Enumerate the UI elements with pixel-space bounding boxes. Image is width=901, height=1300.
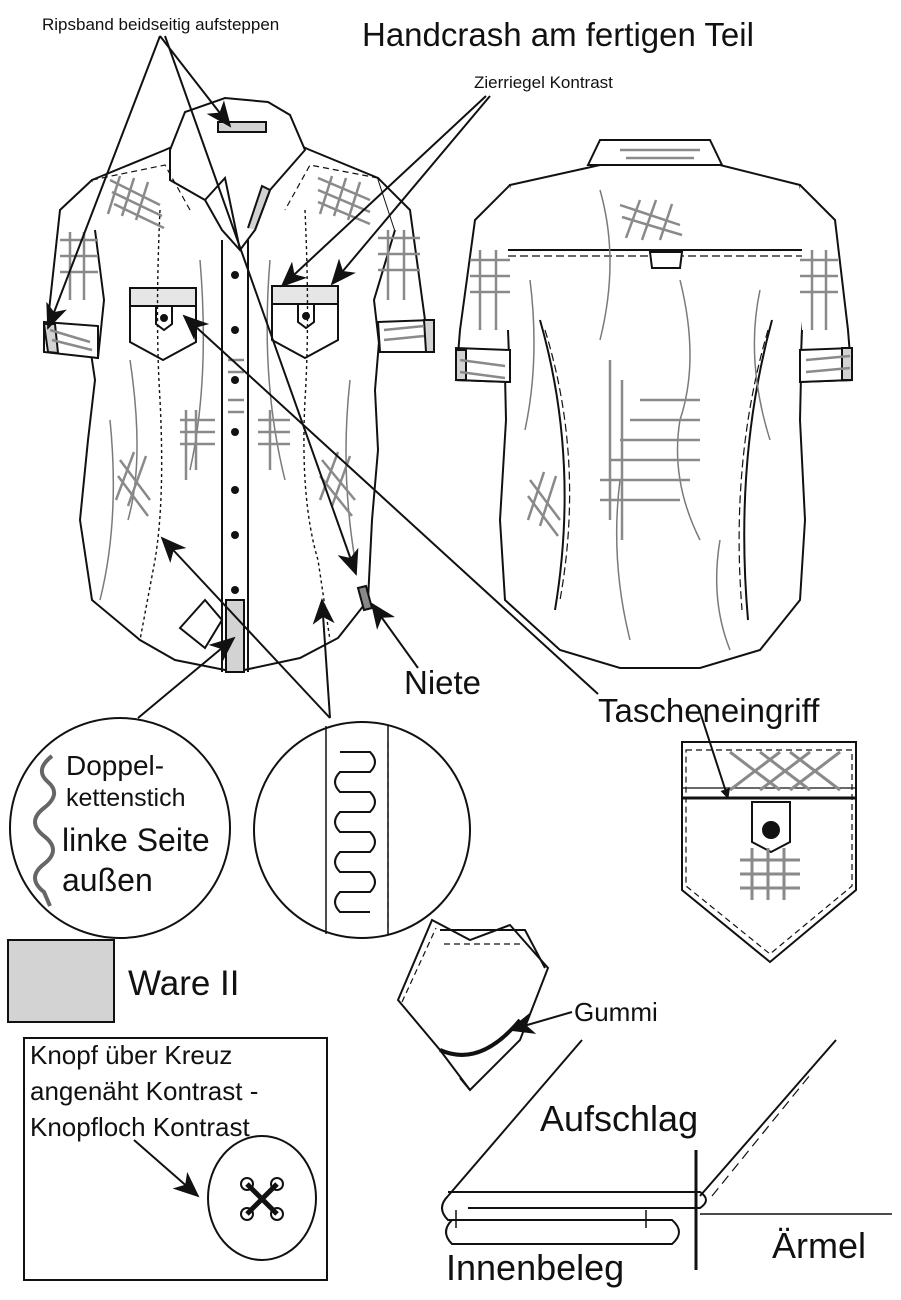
back-shirt <box>454 139 854 669</box>
button-label-line1: Knopf über Kreuz <box>30 1040 233 1070</box>
detail-circle-chainstitch <box>9 717 231 939</box>
front-buttons <box>231 271 239 594</box>
button-detail-box <box>23 1037 328 1281</box>
button-label-line3: Knopfloch Kontrast <box>30 1112 250 1142</box>
pocket-detail <box>681 741 857 964</box>
callout-innenbeleg: Innenbeleg <box>446 1247 625 1288</box>
callout-aufschlag: Aufschlag <box>540 1098 699 1139</box>
callout-tascheneingriff: Tascheneingriff <box>598 692 820 729</box>
stitch-label-line4: außen <box>62 862 153 898</box>
callout-aermel: Ärmel <box>772 1225 867 1266</box>
back-collar <box>586 139 724 166</box>
callout-gummi: Gummi <box>574 997 658 1027</box>
back-loop <box>648 251 684 269</box>
page-title: Handcrash am fertigen Teil <box>362 16 754 53</box>
collar-detail <box>396 918 550 1092</box>
callout-zierriegel: Zierriegel Kontrast <box>474 73 613 92</box>
ware-ii-swatch <box>7 939 115 1023</box>
button-label-line2: angenäht Kontrast - <box>30 1076 259 1106</box>
left-chest-pocket <box>129 287 197 362</box>
front-placket <box>221 240 249 672</box>
stitch-label-line1: Doppel- <box>66 750 165 781</box>
cuff-detail <box>441 1039 892 1270</box>
detail-circle-loopstitch <box>253 721 471 939</box>
callout-niete: Niete <box>404 664 482 701</box>
front-handcrash <box>49 175 425 517</box>
callout-arrows <box>46 35 730 1034</box>
legend-ware-ii: Ware II <box>128 964 240 1003</box>
right-chest-pocket <box>271 285 339 360</box>
stitch-label-line3: linke Seite <box>62 822 210 858</box>
callout-ripsband: Ripsband beidseitig aufsteppen <box>42 15 280 34</box>
back-handcrash <box>459 148 851 540</box>
stitch-label-line2: kettenstich <box>66 784 186 812</box>
